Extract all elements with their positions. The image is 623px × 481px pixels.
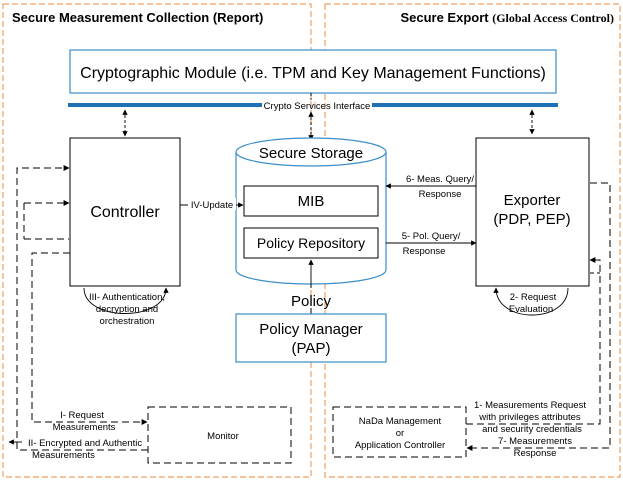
- auth-loop: [83, 287, 169, 314]
- meas-req-label-3: and security credentials: [482, 424, 582, 435]
- secure-storage-label: Secure Storage: [259, 145, 363, 162]
- region-right-title: Secure Export (Global Access Control): [400, 10, 614, 25]
- pol-query-label-2: Response: [403, 246, 446, 257]
- request-eval-label-2: Evaluation: [509, 304, 553, 315]
- mib-box: [243, 185, 379, 217]
- exporter-box: [475, 137, 590, 287]
- controller-box: [69, 137, 181, 287]
- policy-repository-label: Policy Repository: [257, 235, 365, 251]
- iv-update-label: IV-Update: [191, 200, 233, 211]
- request-eval-loop: [493, 287, 569, 316]
- region-right-title-main: Secure Export: [400, 10, 492, 25]
- enc-meas-label-2: Measurements: [32, 450, 95, 461]
- monitor-box: [147, 406, 292, 464]
- policy-manager-line2: (PAP): [292, 340, 331, 357]
- nada-line1: NaDa Management: [359, 416, 442, 427]
- auth-label-1: III- Authentication,: [89, 292, 165, 303]
- exporter-label-line1: Exporter: [504, 192, 561, 209]
- mib-label: MIB: [298, 193, 325, 210]
- meas-query-label-1: 6- Meas. Query/: [406, 174, 474, 185]
- measurements-request-path: [466, 257, 601, 425]
- request-measurements-path: [31, 252, 148, 425]
- meas-req-label-1: 1- Measurements Request: [474, 400, 586, 411]
- req-meas-label-1: I- Request: [60, 410, 104, 421]
- nada-line2: or: [396, 428, 404, 439]
- nada-box: [332, 406, 467, 458]
- secure-storage-top: [235, 137, 387, 167]
- crypto-module-label: Cryptographic Module (i.e. TPM and Key M…: [80, 65, 546, 82]
- controller-label: Controller: [90, 204, 160, 221]
- policy-repository-box: [243, 227, 379, 259]
- auth-label-3: orchestration: [100, 316, 155, 327]
- crypto-interface-label: Crypto Services Interface: [264, 101, 371, 112]
- meas-req-label-2: with privileges attributes: [478, 412, 581, 423]
- region-left-title: Secure Measurement Collection (Report): [12, 10, 263, 25]
- pol-query-label-1: 5- Pol. Query/: [402, 231, 461, 242]
- meas-resp-label-1: 7- Measurements: [498, 436, 572, 447]
- monitor-label: Monitor: [207, 431, 239, 442]
- policy-label: Policy: [291, 293, 332, 310]
- meas-query-label-2: Response: [419, 189, 462, 200]
- nada-line3: Application Controller: [355, 440, 445, 451]
- request-eval-label-1: 2- Request: [510, 292, 557, 303]
- auth-label-2: decryption and: [96, 304, 158, 315]
- measurements-response-path: [466, 182, 611, 451]
- meas-resp-label-2: Response: [514, 448, 557, 459]
- crypto-module-box: [69, 49, 557, 94]
- policy-manager-box: [235, 313, 387, 363]
- exporter-label-line2: (PDP, PEP): [493, 211, 570, 228]
- region-right-title-sub: (Global Access Control): [492, 11, 614, 25]
- enc-meas-label-1: II- Encrypted and Authentic: [28, 438, 142, 449]
- policy-manager-line1: Policy Manager: [259, 321, 362, 338]
- req-meas-label-2: Measurements: [53, 422, 116, 433]
- iv-update-bg: [188, 198, 236, 210]
